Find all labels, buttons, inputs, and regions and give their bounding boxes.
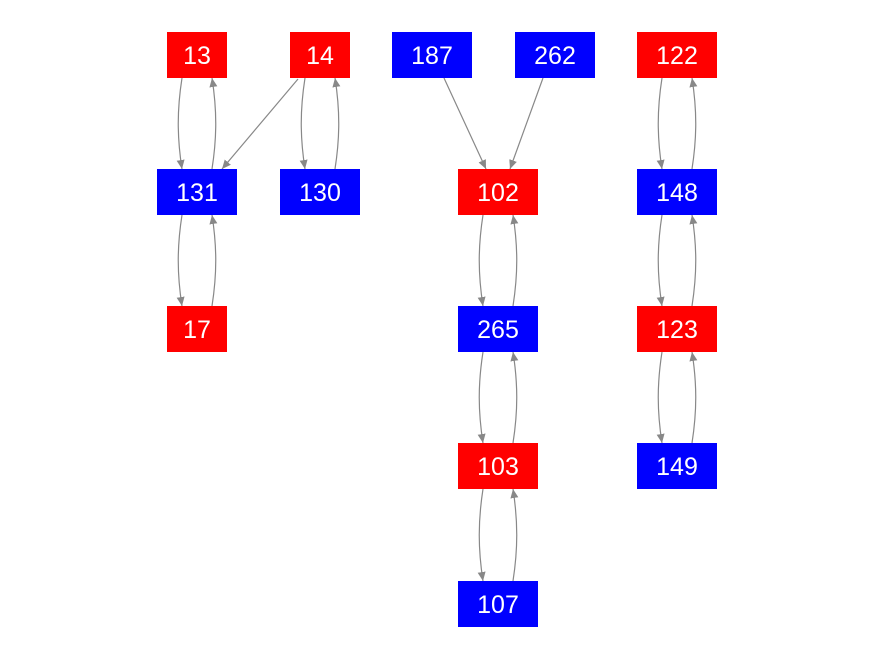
node-label-17: 17 bbox=[183, 316, 211, 344]
edge-107-to-103 bbox=[510, 488, 519, 582]
node-label-13: 13 bbox=[183, 42, 211, 70]
node-box-265 bbox=[458, 306, 538, 352]
node-148: 148 bbox=[637, 169, 717, 215]
edge-265-to-102 bbox=[510, 214, 519, 307]
node-label-265: 265 bbox=[477, 316, 519, 344]
node-13: 13 bbox=[167, 32, 227, 78]
node-label-102: 102 bbox=[477, 179, 519, 207]
node-box-131 bbox=[157, 169, 237, 215]
edge-122-to-148 bbox=[656, 77, 665, 170]
edges-layer bbox=[176, 77, 698, 582]
edge-102-to-265 bbox=[477, 214, 486, 307]
node-box-14 bbox=[290, 32, 350, 78]
node-123: 123 bbox=[637, 306, 717, 352]
edge-149-to-123 bbox=[689, 351, 698, 444]
node-box-107 bbox=[458, 581, 538, 627]
edge-130-to-14 bbox=[332, 77, 341, 170]
edge-123-to-149 bbox=[656, 351, 665, 444]
edge-17-to-131 bbox=[209, 214, 218, 307]
edge-148-to-123 bbox=[656, 214, 665, 307]
node-130: 130 bbox=[280, 169, 360, 215]
node-box-187 bbox=[392, 32, 472, 78]
node-box-103 bbox=[458, 443, 538, 489]
edge-13-to-131 bbox=[176, 77, 185, 170]
edge-148-to-122 bbox=[689, 77, 698, 170]
node-262: 262 bbox=[515, 32, 595, 78]
edge-131-to-17 bbox=[176, 214, 185, 307]
edge-131-to-13 bbox=[209, 77, 218, 170]
node-label-103: 103 bbox=[477, 453, 519, 481]
node-label-187: 187 bbox=[411, 42, 453, 70]
node-122: 122 bbox=[637, 32, 717, 78]
node-149: 149 bbox=[637, 443, 717, 489]
node-label-107: 107 bbox=[477, 591, 519, 619]
edge-265-to-103 bbox=[477, 351, 486, 444]
edge-103-to-107 bbox=[477, 488, 486, 582]
node-box-130 bbox=[280, 169, 360, 215]
node-107: 107 bbox=[458, 581, 538, 627]
node-box-102 bbox=[458, 169, 538, 215]
node-label-123: 123 bbox=[656, 316, 698, 344]
node-label-148: 148 bbox=[656, 179, 698, 207]
node-label-130: 130 bbox=[299, 179, 341, 207]
edge-14-to-131 bbox=[221, 78, 299, 170]
edge-187-to-102 bbox=[443, 77, 487, 170]
edge-123-to-148 bbox=[689, 214, 698, 307]
node-187: 187 bbox=[392, 32, 472, 78]
node-265: 265 bbox=[458, 306, 538, 352]
node-label-122: 122 bbox=[656, 42, 698, 70]
edge-103-to-265 bbox=[510, 351, 519, 444]
node-label-131: 131 bbox=[176, 179, 218, 207]
node-label-262: 262 bbox=[534, 42, 576, 70]
node-103: 103 bbox=[458, 443, 538, 489]
node-box-123 bbox=[637, 306, 717, 352]
node-box-262 bbox=[515, 32, 595, 78]
node-17: 17 bbox=[167, 306, 227, 352]
node-box-13 bbox=[167, 32, 227, 78]
node-131: 131 bbox=[157, 169, 237, 215]
node-box-148 bbox=[637, 169, 717, 215]
node-14: 14 bbox=[290, 32, 350, 78]
node-label-149: 149 bbox=[656, 453, 698, 481]
node-box-17 bbox=[167, 306, 227, 352]
edge-262-to-102 bbox=[509, 77, 544, 170]
node-label-14: 14 bbox=[306, 42, 334, 70]
edge-14-to-130 bbox=[299, 77, 308, 170]
node-box-122 bbox=[637, 32, 717, 78]
node-102: 102 bbox=[458, 169, 538, 215]
nodes-layer: 13 14 187 262 122 131 130 102 148 17 265 123 103 149 1… bbox=[157, 32, 717, 627]
node-box-149 bbox=[637, 443, 717, 489]
